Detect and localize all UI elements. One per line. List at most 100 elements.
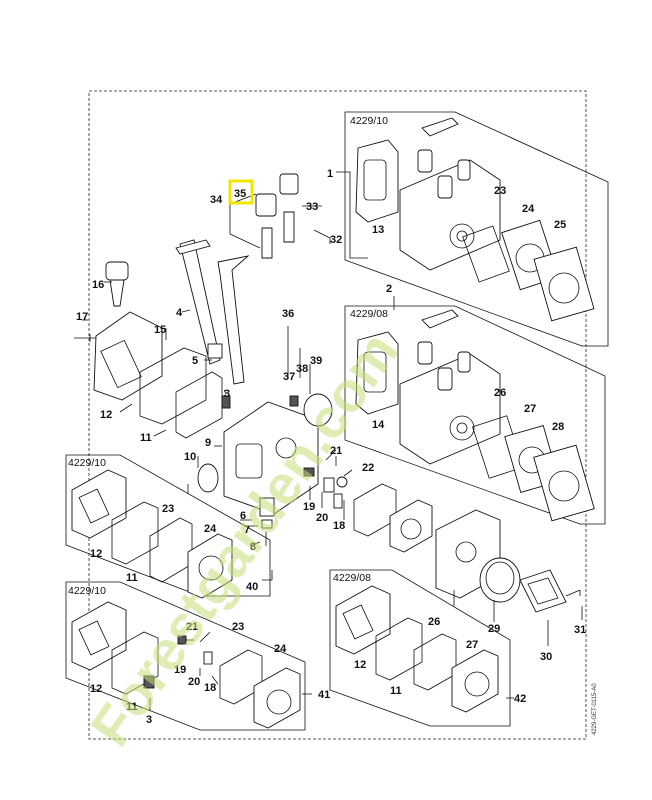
callout-24: 24 [522,203,535,215]
part-22 [336,476,348,488]
callout-28: 28 [552,421,564,433]
gasket-26-bottom [413,633,457,691]
fitting [437,175,453,199]
part-5 [207,343,223,359]
part-18 [333,493,343,509]
group-label: 4229/10 [68,585,106,597]
spring-19-center [303,467,315,477]
callout-25: 25 [554,219,566,231]
cover-25 [533,246,595,322]
bottom-left-group-plates [71,601,301,729]
cover-12-bottom [71,601,127,671]
callout-23: 23 [494,185,506,197]
callout-12: 12 [100,409,112,421]
valve-32 [283,211,295,243]
callout-labels: 1 2 3 3 4 5 6 7 8 9 10 11 11 11 11 12 12… [76,168,586,726]
gasket-11-left [111,501,159,565]
fitting [417,149,433,173]
plate-39 [303,393,333,427]
gasket-23-top [462,225,510,283]
callout-38: 38 [296,363,308,375]
lever-21-center [325,449,337,461]
callout-27: 27 [524,403,536,415]
callout-9: 9 [205,437,211,449]
callout-20: 20 [188,676,200,688]
gasket-11-bottom-right [375,617,423,681]
callout-18: 18 [333,520,345,532]
fitting [457,159,471,181]
callout-36: 36 [282,308,294,320]
callout-23: 23 [162,503,174,515]
callout-5: 5 [192,355,198,367]
spring-6 [259,497,275,517]
cover-28 [533,444,595,522]
callout-22: 22 [362,462,374,474]
callout-41: 41 [318,689,330,701]
group-box-4229-08-mid: 4229/08 [344,305,606,525]
callout-4: 4 [176,307,183,319]
callout-24: 24 [204,523,217,535]
spring-3 [221,395,231,409]
callout-20: 20 [316,512,328,524]
group-box-4229-08-bottom: 4229/08 [329,569,511,727]
gasket-11-center [139,347,207,425]
lever [421,309,459,329]
callout-31: 31 [574,624,586,636]
plug-35 [255,193,277,217]
screw-31 [565,589,581,597]
carburetor-assembly-2 [355,309,595,522]
callout-12: 12 [354,659,366,671]
leader-lines [82,171,583,710]
callout-27: 27 [466,639,478,651]
spring-37 [289,395,299,407]
pump-cover-13 [355,139,399,223]
shaft-4 [179,239,221,365]
callout-39: 39 [310,355,322,367]
callout-14: 14 [372,419,385,431]
callout-42: 42 [514,693,526,705]
outer-frame [88,90,587,740]
callout-11: 11 [390,685,402,697]
diaphragm-center-2 [389,499,433,553]
callout-3: 3 [224,388,230,400]
callout-6: 6 [240,510,246,522]
callout-7: 7 [244,524,250,536]
shaft-36 [217,255,250,385]
cover-12-bottom-right [335,585,391,655]
group-box-4229-10-top: 4229/10 [344,111,609,347]
group-label: 4229/10 [68,457,106,469]
group-label: 4229/10 [350,115,388,127]
callout-8: 8 [250,541,256,553]
callout-35: 35 [234,188,246,200]
callout-34: 34 [210,194,223,206]
callout-24: 24 [274,643,287,655]
cover-12-left [71,469,127,539]
carburetor-body-1 [399,159,501,271]
bottom-right-group-plates [335,585,499,713]
cover-12-center [93,311,163,401]
callout-19: 19 [303,501,315,513]
screw-16 [105,261,129,281]
callout-19: 19 [174,664,186,676]
group-label: 4229/08 [333,572,371,584]
callout-1: 1 [327,168,333,180]
callout-12: 12 [90,548,102,560]
left-group-plates [71,469,233,599]
document-reference: 4229-GET-0115-A0 [592,683,598,735]
lever-21-bottom [199,631,211,643]
pin-7 [261,519,273,529]
callout-12: 12 [90,683,102,695]
diaphragm-27-bottom [451,649,499,713]
callout-10: 10 [184,451,196,463]
group-box-4229-10-bottom: 4229/10 [65,581,306,731]
valve-34 [261,227,273,259]
callout-21: 21 [186,621,198,633]
callout-26: 26 [428,616,440,628]
callout-23: 23 [232,621,244,633]
callout-16: 16 [92,279,104,291]
needle-20 [323,477,335,493]
spring-3-bottom [143,675,155,689]
central-parts [74,173,581,613]
